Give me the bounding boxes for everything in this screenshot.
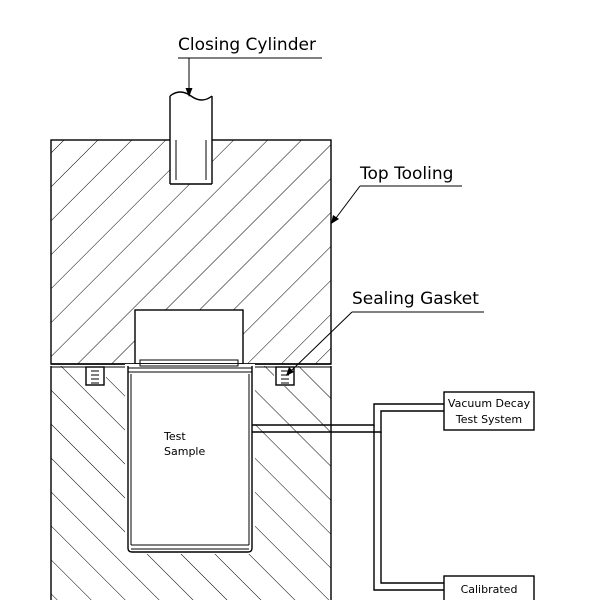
sealing-gasket-callout: Sealing Gasket [286, 289, 484, 376]
top-tooling-callout: Top Tooling [331, 164, 462, 224]
top-tooling-label: Top Tooling [359, 164, 453, 184]
sealing-gasket-label: Sealing Gasket [352, 289, 479, 309]
vacuum-decay-label-line1: Vacuum Decay [448, 397, 531, 410]
test-sample-container [125, 359, 255, 554]
closing-cylinder-label: Closing Cylinder [178, 35, 316, 55]
calibrated-box: Calibrated [443, 575, 535, 600]
vacuum-decay-label-line2: Test System [455, 413, 522, 426]
test-sample-label-line1: Test [163, 430, 186, 443]
vacuum-pipes [252, 403, 444, 591]
sealing-gasket-right [275, 366, 295, 386]
closing-cylinder-rod [169, 91, 213, 185]
calibrated-label: Calibrated [461, 583, 518, 596]
closing-cylinder-callout: Closing Cylinder [178, 35, 322, 97]
sealing-gasket-left [85, 366, 105, 386]
vacuum-decay-test-system-box: Vacuum Decay Test System [443, 391, 535, 431]
test-sample-label-line2: Sample [164, 445, 205, 458]
